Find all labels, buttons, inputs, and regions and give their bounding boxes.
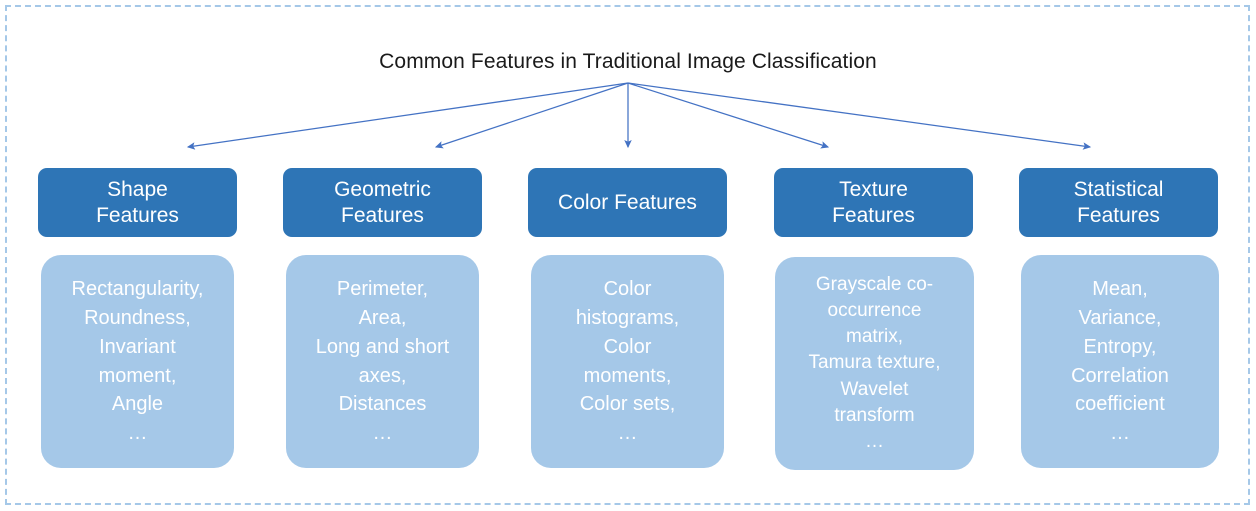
header-geometric-features[interactable]: Geometric Features bbox=[283, 168, 482, 237]
body-texture-features-text: Grayscale co- occurrence matrix, Tamura … bbox=[808, 273, 941, 453]
header-color-features[interactable]: Color Features bbox=[528, 168, 727, 237]
body-statistical-features[interactable]: Mean, Variance, Entropy, Correlation coe… bbox=[1021, 255, 1219, 468]
header-shape-features-label: Shape Features bbox=[96, 177, 179, 227]
header-texture-features[interactable]: Texture Features bbox=[774, 168, 973, 237]
body-color-features[interactable]: Color histograms, Color moments, Color s… bbox=[531, 255, 724, 468]
body-shape-features-text: Rectangularity, Roundness, Invariant mom… bbox=[71, 278, 204, 445]
header-texture-features-label: Texture Features bbox=[832, 177, 915, 227]
dashed-frame-border bbox=[5, 5, 1250, 505]
page-title: Common Features in Traditional Image Cla… bbox=[379, 50, 877, 73]
body-geometric-features-text: Perimeter, Area, Long and short axes, Di… bbox=[315, 278, 450, 445]
body-shape-features[interactable]: Rectangularity, Roundness, Invariant mom… bbox=[41, 255, 234, 468]
header-shape-features[interactable]: Shape Features bbox=[38, 168, 237, 237]
body-statistical-features-text: Mean, Variance, Entropy, Correlation coe… bbox=[1071, 278, 1169, 445]
body-geometric-features[interactable]: Perimeter, Area, Long and short axes, Di… bbox=[286, 255, 479, 468]
header-statistical-features[interactable]: Statistical Features bbox=[1019, 168, 1218, 237]
body-texture-features[interactable]: Grayscale co- occurrence matrix, Tamura … bbox=[775, 257, 974, 470]
header-statistical-features-label: Statistical Features bbox=[1073, 177, 1164, 227]
body-color-features-text: Color histograms, Color moments, Color s… bbox=[575, 278, 680, 445]
header-geometric-features-label: Geometric Features bbox=[334, 177, 431, 227]
header-color-features-label: Color Features bbox=[558, 190, 697, 214]
